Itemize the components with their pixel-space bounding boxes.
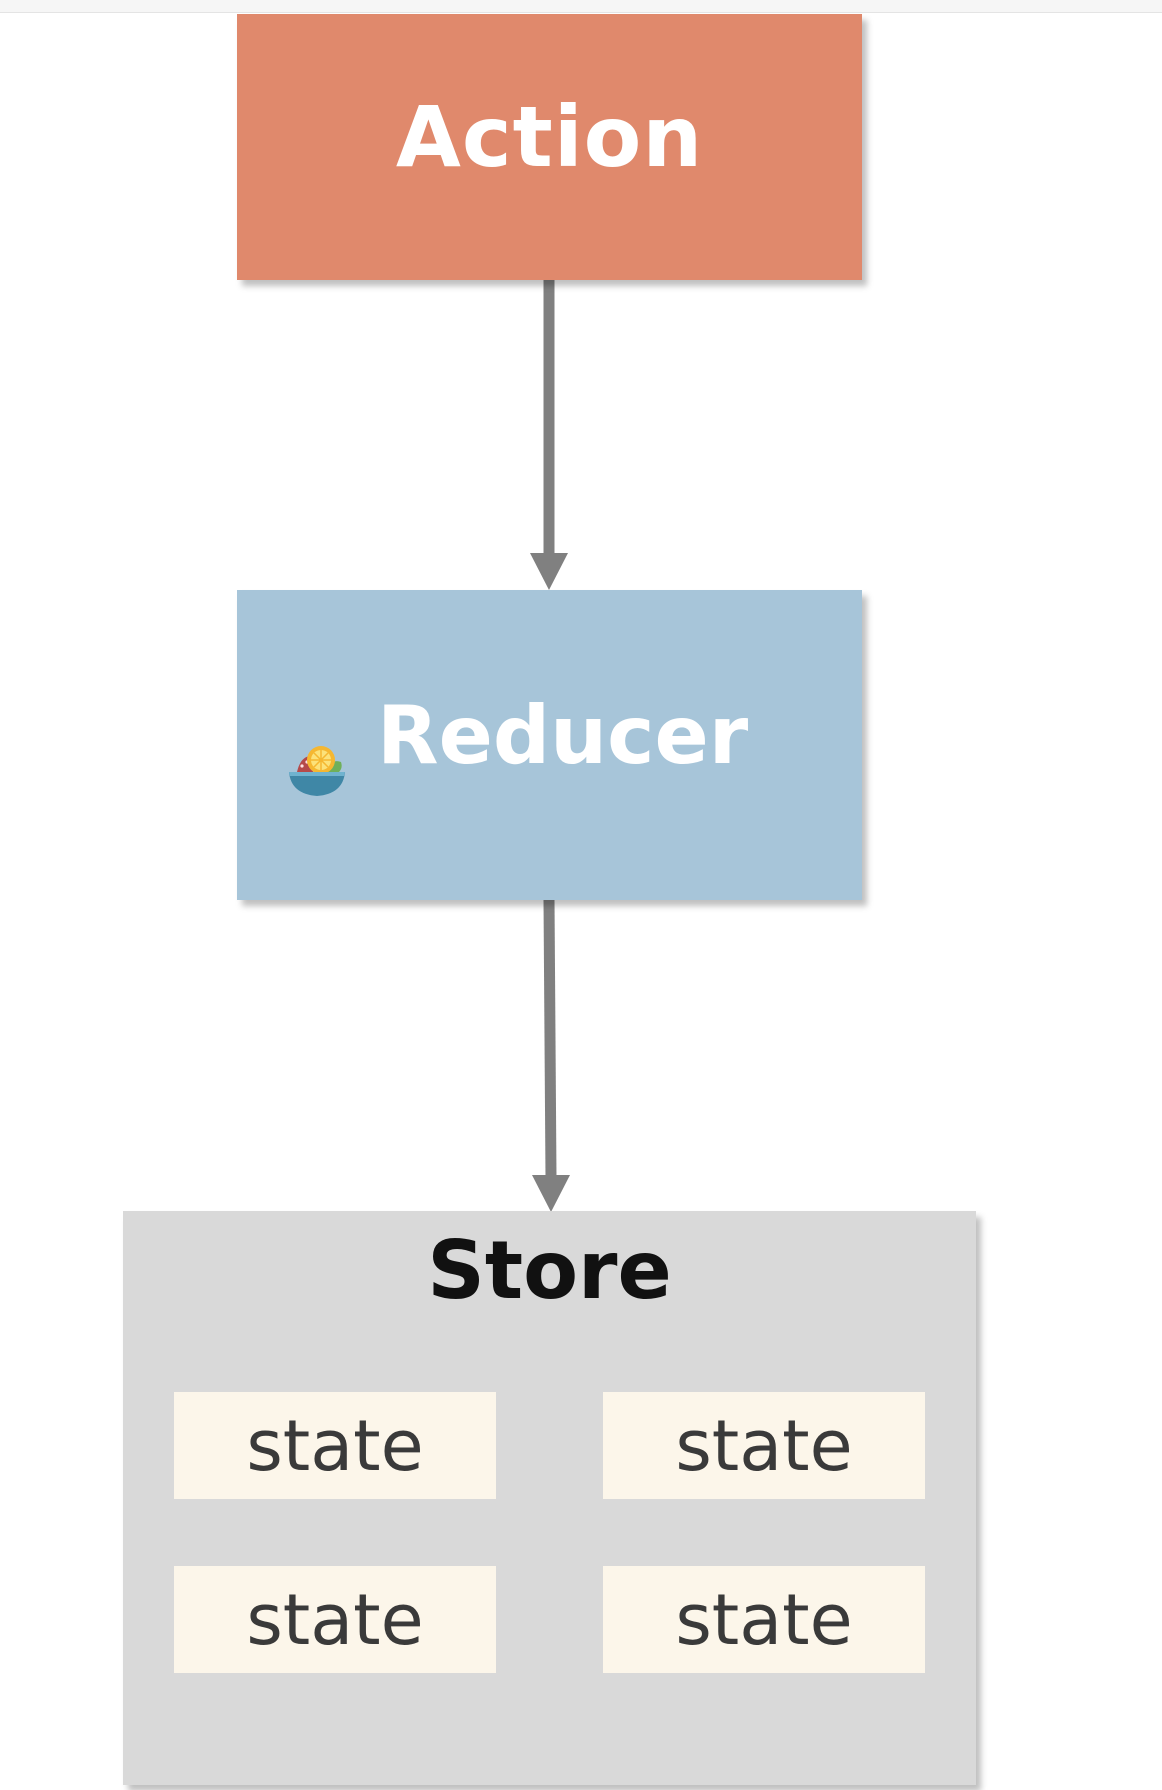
arrow-action-to-reducer-head	[530, 553, 568, 590]
reducer-label: Reducer	[377, 689, 749, 782]
action-label: Action	[395, 88, 704, 186]
top-divider	[0, 0, 1162, 13]
store-label: Store	[427, 1224, 672, 1317]
state-cell: state	[603, 1566, 925, 1673]
action-node: Action	[237, 14, 862, 280]
reducer-node: Reducer	[237, 590, 862, 900]
state-cell: state	[174, 1392, 496, 1499]
arrow-reducer-to-store-head	[532, 1175, 570, 1212]
store-node: Store state state state state	[123, 1211, 976, 1785]
state-cell: state	[603, 1392, 925, 1499]
fruit-bowl-icon	[289, 746, 345, 796]
state-cell: state	[174, 1566, 496, 1673]
arrow-reducer-to-store	[543, 899, 557, 1179]
